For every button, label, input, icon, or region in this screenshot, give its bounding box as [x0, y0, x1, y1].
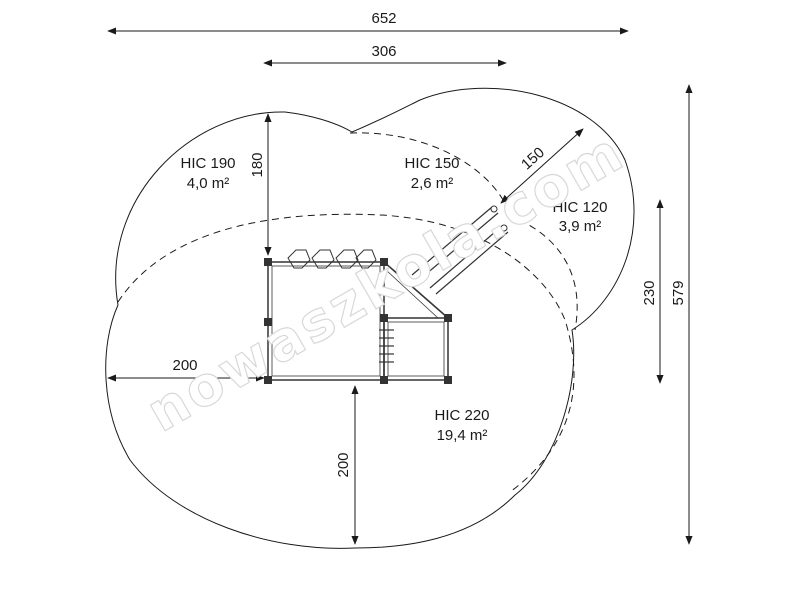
- bridge-panel: [311, 249, 335, 269]
- dim-upper-width: 306: [371, 43, 396, 60]
- dim-top-offset: 180: [249, 152, 266, 177]
- diagonal-wall: [383, 261, 449, 319]
- safety-zone-outline: [105, 87, 635, 549]
- bridge-panel: [287, 249, 311, 269]
- zone-area-hic-150: 2,6 m²: [411, 175, 454, 192]
- diagonal-wall-inner: [385, 269, 439, 319]
- posts: [264, 258, 452, 384]
- dim-right-zone-height: 230: [641, 280, 658, 305]
- zone-label-hic-120: HIC 120: [552, 199, 607, 216]
- dim-line-slide-offset: [500, 128, 584, 204]
- bridge-panel: [355, 249, 377, 269]
- dim-overall-width: 652: [371, 10, 396, 27]
- zone-area-hic-120: 3,9 m²: [559, 218, 602, 235]
- zone-boundary-main: [117, 213, 575, 493]
- zone-area-hic-190: 4,0 m²: [187, 175, 230, 192]
- slide-long: [411, 206, 499, 282]
- zone-boundary-slide-120: [507, 214, 578, 331]
- slide-short: [429, 225, 509, 295]
- bridge-panel: [335, 249, 359, 269]
- slide-end: [500, 224, 508, 232]
- dim-left-offset: 200: [172, 357, 197, 374]
- tower-inner: [387, 321, 445, 377]
- dim-bottom-offset: 200: [335, 452, 352, 477]
- zone-label-hic-150: HIC 150: [404, 155, 459, 172]
- slide-end: [490, 205, 498, 213]
- zone-label-hic-220: HIC 220: [434, 407, 489, 424]
- zone-area-hic-220: 19,4 m²: [437, 427, 488, 444]
- play-equipment: [267, 205, 509, 381]
- tower: [383, 317, 449, 381]
- dimension-lines: [107, 27, 693, 545]
- zone-label-hic-190: HIC 190: [180, 155, 235, 172]
- dim-overall-height: 579: [670, 280, 687, 305]
- ladder: [379, 329, 394, 363]
